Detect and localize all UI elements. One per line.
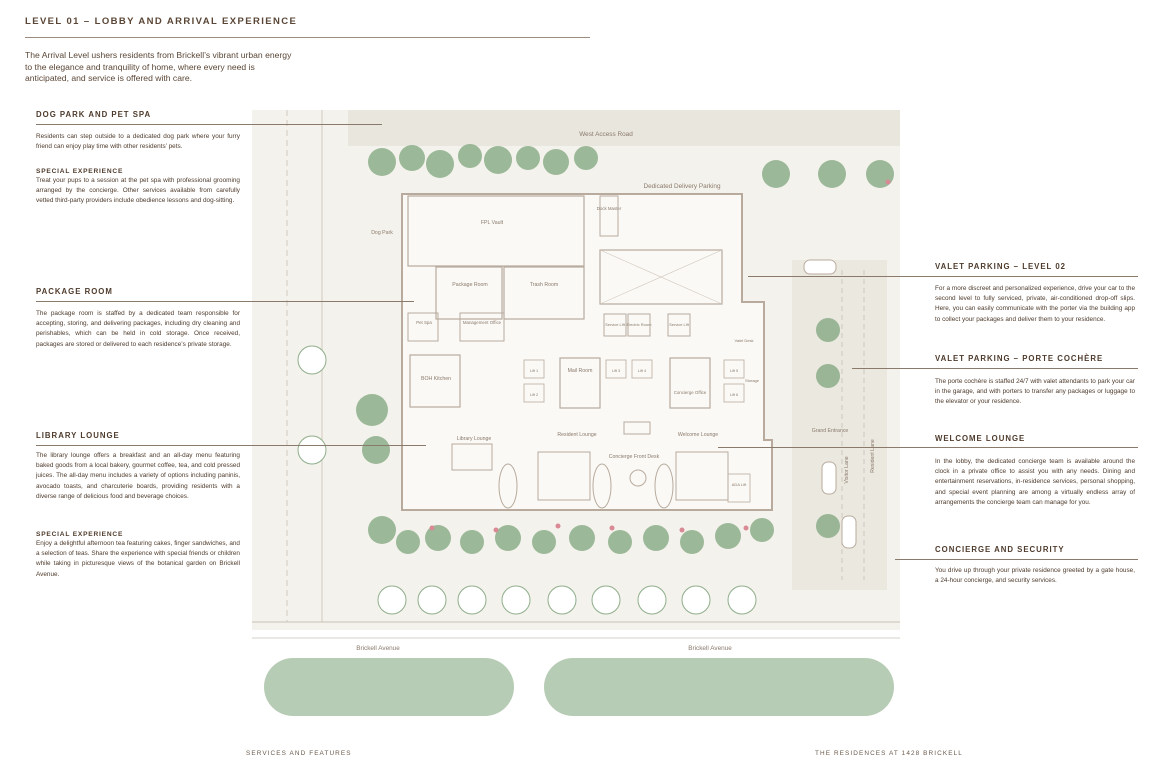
valet-level-02-body: For a more discreet and personalized exp… <box>935 285 1135 323</box>
lift-4-label: Lift 4 <box>638 369 646 373</box>
flower-accents <box>429 179 891 533</box>
brickell-hedge-left <box>264 658 514 716</box>
concierge-security-body: You drive up through your private reside… <box>935 567 1135 585</box>
management-office-label: Management Office <box>463 320 502 325</box>
pet-spa-label: Pet Spa <box>416 320 432 325</box>
concierge-office-room <box>669 357 711 409</box>
welcome-lounge-body: In the lobby, the dedicated concierge te… <box>935 458 1135 506</box>
driveway <box>792 260 887 590</box>
visitor-lane-label: Visitor Lane <box>844 456 850 483</box>
fpl-vault-label: FPL Vault <box>481 220 504 226</box>
resident-lounge-label: Resident Lounge <box>557 432 596 438</box>
leader-porte-cochere <box>852 368 1138 369</box>
ada-lift-label: ADA Lift <box>732 482 747 487</box>
leader-dog-park <box>36 124 382 125</box>
valet-desk-label: Valet Desk <box>734 338 753 343</box>
dog-park-heading: DOG PARK AND PET SPA <box>36 110 152 119</box>
package-room-body: The package room is staffed by a dedicat… <box>36 310 240 348</box>
leader-package-room <box>36 301 414 302</box>
fpl-vault-room <box>407 195 585 267</box>
west-access-road-surface <box>348 110 900 146</box>
leader-concierge-security <box>895 559 1138 560</box>
delivery-bay <box>599 249 723 305</box>
lift-6-label: Lift 6 <box>730 393 738 397</box>
dog-park-label: Dog Park <box>371 230 393 236</box>
library-special-body: Enjoy a delightful afternoon tea featuri… <box>36 540 240 578</box>
lift-1-label: Lift 1 <box>530 369 538 373</box>
service-lift-1-label: Service Lift <box>605 322 626 327</box>
porte-cochere-heading: VALET PARKING – PORTE COCHÈRE <box>935 354 1104 363</box>
brickell-avenue-label-right: Brickell Avenue <box>688 645 732 652</box>
lift-3-label: Lift 3 <box>612 369 620 373</box>
service-lift-2-label: Service Lift <box>669 322 690 327</box>
dock-master-room <box>599 195 619 237</box>
trash-room <box>503 266 585 320</box>
library-lounge-heading: LIBRARY LOUNGE <box>36 431 120 440</box>
intro-paragraph: The Arrival Level ushers residents from … <box>25 50 292 83</box>
grand-entrance-label: Grand Entrance <box>812 428 849 434</box>
brickell-avenue-label-left: Brickell Avenue <box>356 645 400 652</box>
welcome-lounge-label: Welcome Lounge <box>678 432 718 438</box>
library-special-heading: SPECIAL EXPERIENCE <box>36 531 124 538</box>
valet-level-02-heading: VALET PARKING – LEVEL 02 <box>935 262 1067 271</box>
mail-room <box>559 357 601 409</box>
welcome-lounge-heading: WELCOME LOUNGE <box>935 434 1026 443</box>
leader-valet-level-02 <box>748 276 1138 277</box>
dock-master-label: Dock Master <box>597 206 622 211</box>
pet-spa-room <box>407 312 439 342</box>
boh-kitchen-label: BOH Kitchen <box>421 376 451 382</box>
mail-room-label: Mail Room <box>568 368 593 374</box>
concierge-front-desk-label: Concierge Front Desk <box>609 454 660 460</box>
footer-left: SERVICES AND FEATURES <box>246 750 352 757</box>
building-outline <box>401 193 773 511</box>
boh-kitchen-room <box>409 354 461 408</box>
delivery-parking-label: Dedicated Delivery Parking <box>643 183 721 190</box>
lift-5-label: Lift 5 <box>730 369 738 373</box>
resident-lane-label: Resident Lane <box>870 439 876 473</box>
package-room-label: Package Room <box>452 282 487 288</box>
electric-room-label: Electric Room <box>627 322 653 327</box>
trash-room-label: Trash Room <box>530 282 558 288</box>
leader-welcome-lounge <box>718 447 1138 448</box>
title-divider <box>25 37 590 38</box>
dog-park-special-body: Treat your pups to a session at the pet … <box>36 177 240 205</box>
tree-canopies <box>297 345 757 615</box>
concierge-office-label: Concierge Office <box>674 390 707 395</box>
floor-plan: West Access Road Dedicated Delivery Park… <box>252 110 900 720</box>
package-room-heading: PACKAGE ROOM <box>36 287 113 296</box>
page-title: LEVEL 01 – LOBBY AND ARRIVAL EXPERIENCE <box>25 16 298 27</box>
dog-park-special-heading: SPECIAL EXPERIENCE <box>36 168 124 175</box>
lift-2-label: Lift 2 <box>530 393 538 397</box>
library-lounge-body: The library lounge offers a breakfast an… <box>36 452 240 500</box>
dog-park-body: Residents can step outside to a dedicate… <box>36 133 240 151</box>
garden-greenery <box>356 144 894 554</box>
west-access-road-label: West Access Road <box>579 131 633 138</box>
library-lounge-label: Library Lounge <box>457 436 492 442</box>
car-1 <box>803 259 837 275</box>
brickell-hedge-right <box>544 658 894 716</box>
car-3 <box>841 515 857 549</box>
car-2 <box>821 461 837 495</box>
storage-label: Storage <box>745 378 760 383</box>
package-room <box>435 266 503 320</box>
concierge-security-heading: CONCIERGE AND SECURITY <box>935 545 1065 554</box>
footer-right: THE RESIDENCES AT 1428 BRICKELL <box>815 750 963 757</box>
leader-library-lounge <box>36 445 426 446</box>
porte-cochere-body: The porte cochère is staffed 24/7 with v… <box>935 378 1135 406</box>
management-office-room <box>459 312 505 342</box>
